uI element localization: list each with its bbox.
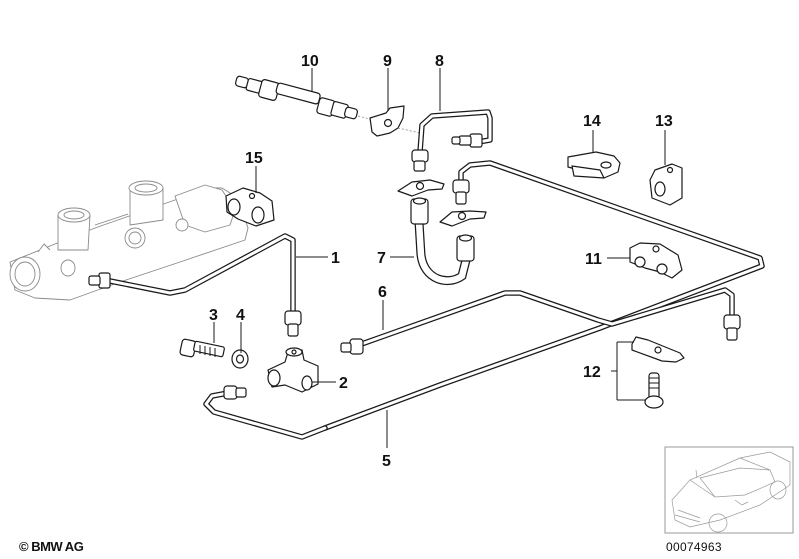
part-7-brake-hose [410, 197, 475, 286]
callout-12: 12 [583, 364, 601, 381]
callout-5: 5 [382, 453, 391, 470]
callout-14: 14 [583, 113, 601, 130]
part-upper-long-pipe [322, 160, 765, 431]
part-12-holder-and-bolt [631, 336, 685, 409]
part-6-brake-pipe-rear [340, 287, 741, 355]
part-13-pipe-clip-single [649, 163, 683, 206]
callout-4: 4 [236, 307, 245, 324]
part-11-pipe-clamp-double [629, 242, 683, 279]
part-8-brake-pipe-bent [411, 109, 493, 172]
part-1-brake-pipe-front [88, 233, 302, 337]
vehicle-thumbnail [664, 446, 794, 534]
callout-13: 13 [655, 113, 673, 130]
callout-2: 2 [339, 375, 348, 392]
callout-6: 6 [378, 284, 387, 301]
part-9-retaining-clip [369, 105, 421, 137]
part-5-brake-pipe-long [203, 385, 328, 440]
part-10-connector-hose [234, 75, 375, 121]
callout-1: 1 [331, 250, 340, 267]
callout-7: 7 [377, 250, 386, 267]
part-3-hex-bolt [179, 338, 225, 358]
master-cylinder [9, 180, 249, 301]
callout-10: 10 [301, 53, 319, 70]
part-4-spring-washer [231, 349, 249, 369]
diagram-number: 00074963 [666, 540, 722, 554]
copyright-text: © BMW AG [19, 539, 84, 554]
leader-lines [213, 68, 666, 448]
callout-15: 15 [245, 150, 263, 167]
callout-labels: 10 9 8 15 14 13 1 7 11 6 3 4 2 5 12 [209, 53, 673, 470]
holder-plates [397, 179, 487, 227]
callout-3: 3 [209, 307, 218, 324]
callout-8: 8 [435, 53, 444, 70]
callout-11: 11 [585, 251, 602, 268]
part-15-pipe-clamp [225, 187, 275, 227]
callout-9: 9 [383, 53, 392, 70]
part-2-t-piece [267, 347, 319, 393]
part-14-holder-clip [567, 151, 621, 179]
